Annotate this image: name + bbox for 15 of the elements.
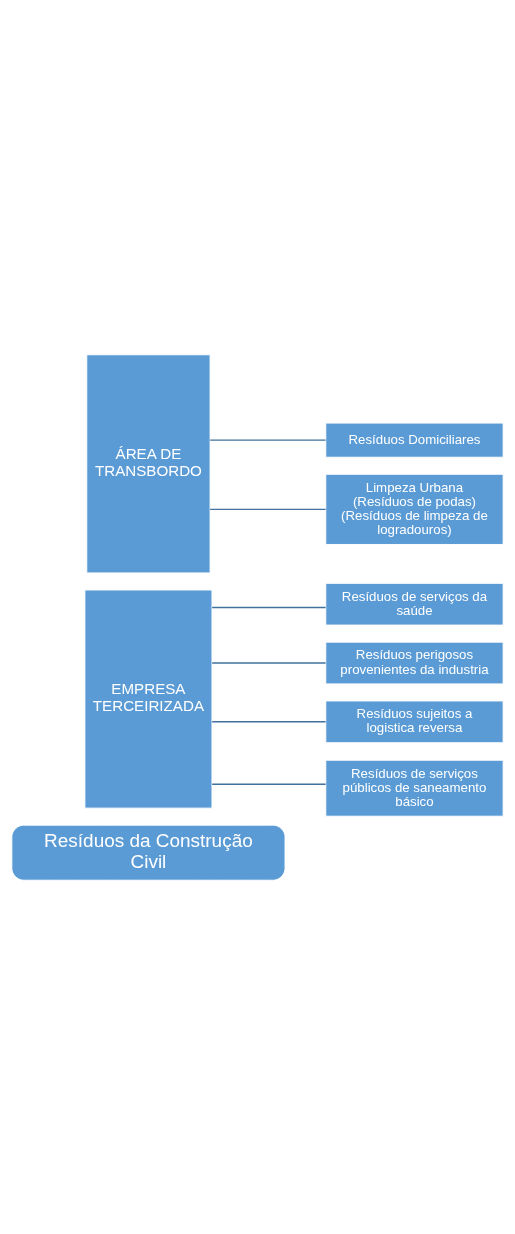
connector xyxy=(211,661,327,664)
node-box: Resíduos perigosos provenientes da industria xyxy=(325,641,504,684)
node-box: Limpeza Urbana (Resíduos de podas) (Resíduos de limpeza de logradouros) xyxy=(325,473,504,545)
connector xyxy=(209,438,327,441)
node-box: Resíduos sujeitos a logistica reversa xyxy=(325,700,504,743)
node-box: EMPRESA TERCEIRIZADA xyxy=(84,589,213,809)
node-box: Resíduos de serviços da saúde xyxy=(325,582,504,626)
node-box: Resíduos da Construção Civil xyxy=(11,824,286,881)
connector xyxy=(209,508,327,510)
node-box: ÁREA DE TRANSBORDO xyxy=(86,353,211,573)
connector xyxy=(211,606,327,608)
connector xyxy=(211,782,327,785)
node-box: Resíduos de serviços públicos de saneamento básico xyxy=(325,759,504,817)
node-box: Resíduos Domiciliares xyxy=(325,422,504,458)
connector xyxy=(211,720,327,723)
